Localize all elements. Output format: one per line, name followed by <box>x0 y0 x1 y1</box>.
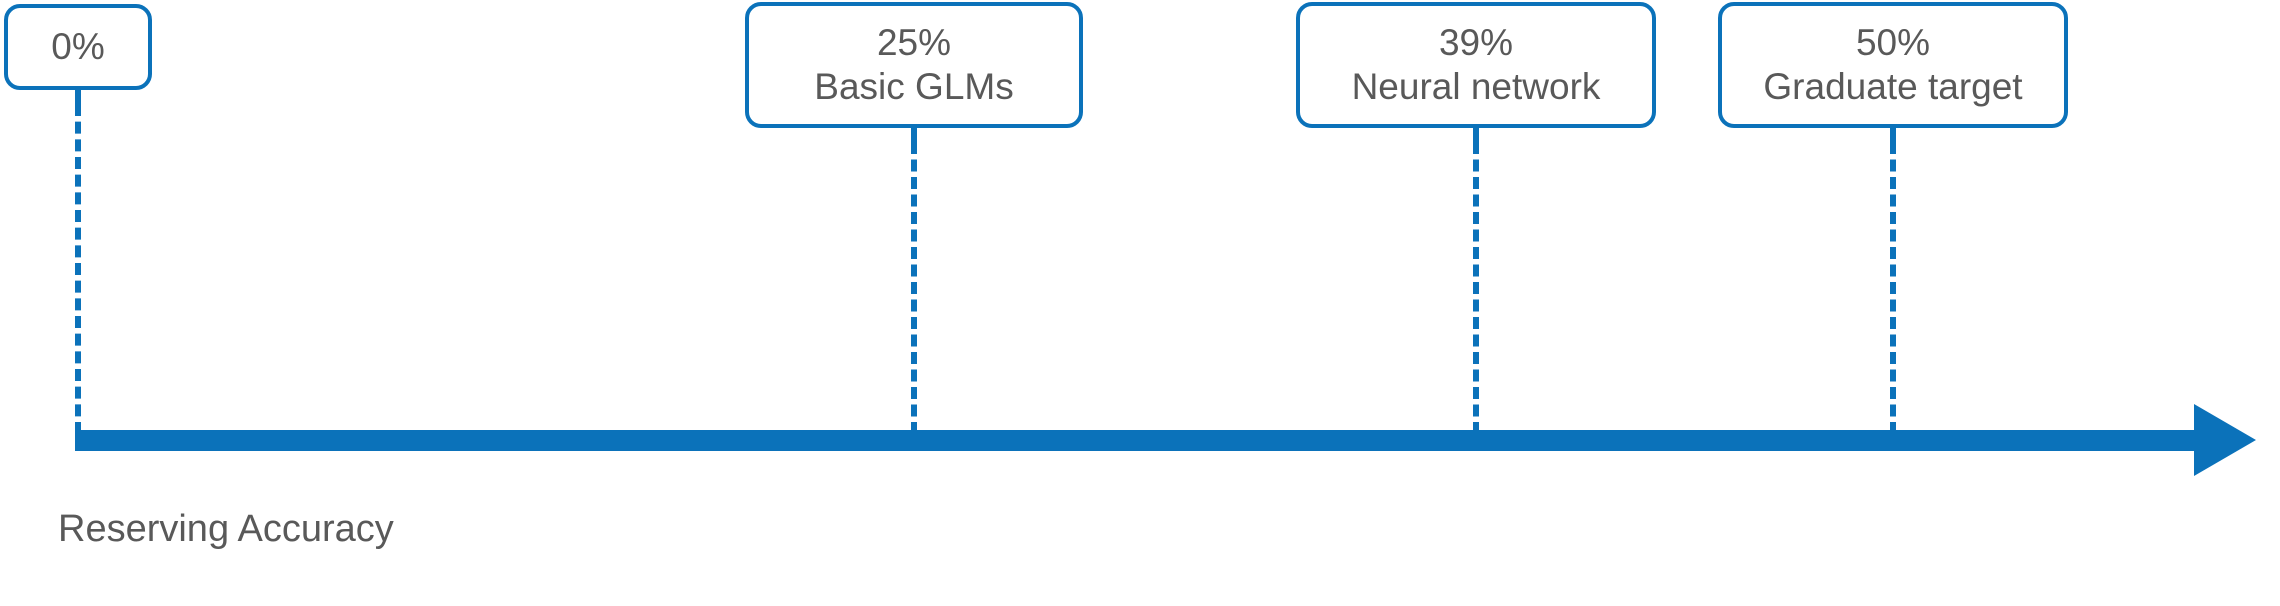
milestone-label-2: Neural network <box>1351 66 1601 107</box>
milestone-connector-stub-2 <box>1473 128 1479 146</box>
milestone-box-1[interactable]: 25% Basic GLMs <box>745 2 1083 128</box>
milestone-connector-stub-3 <box>1890 128 1896 146</box>
milestone-connector-2 <box>1473 142 1479 434</box>
milestone-value-3: 50% <box>1855 22 1931 64</box>
milestone-box-0[interactable]: 0% <box>4 4 152 90</box>
axis-caption: Reserving Accuracy <box>58 508 394 550</box>
milestone-label-1: Basic GLMs <box>814 66 1014 107</box>
milestone-connector-0 <box>75 104 81 434</box>
axis-arrow-icon <box>2194 404 2256 476</box>
milestone-connector-3 <box>1890 142 1896 434</box>
milestone-label-3: Graduate target <box>1763 66 2023 107</box>
milestone-connector-stub-0 <box>75 90 81 108</box>
milestone-connector-1 <box>911 142 917 434</box>
milestone-value-2: 39% <box>1438 22 1514 64</box>
milestone-value-1: 25% <box>876 22 952 64</box>
milestone-box-2[interactable]: 39% Neural network <box>1296 2 1656 128</box>
milestone-value-0: 0% <box>51 26 105 68</box>
axis-line <box>75 430 2195 451</box>
milestone-box-3[interactable]: 50% Graduate target <box>1718 2 2068 128</box>
milestone-connector-stub-1 <box>911 128 917 146</box>
